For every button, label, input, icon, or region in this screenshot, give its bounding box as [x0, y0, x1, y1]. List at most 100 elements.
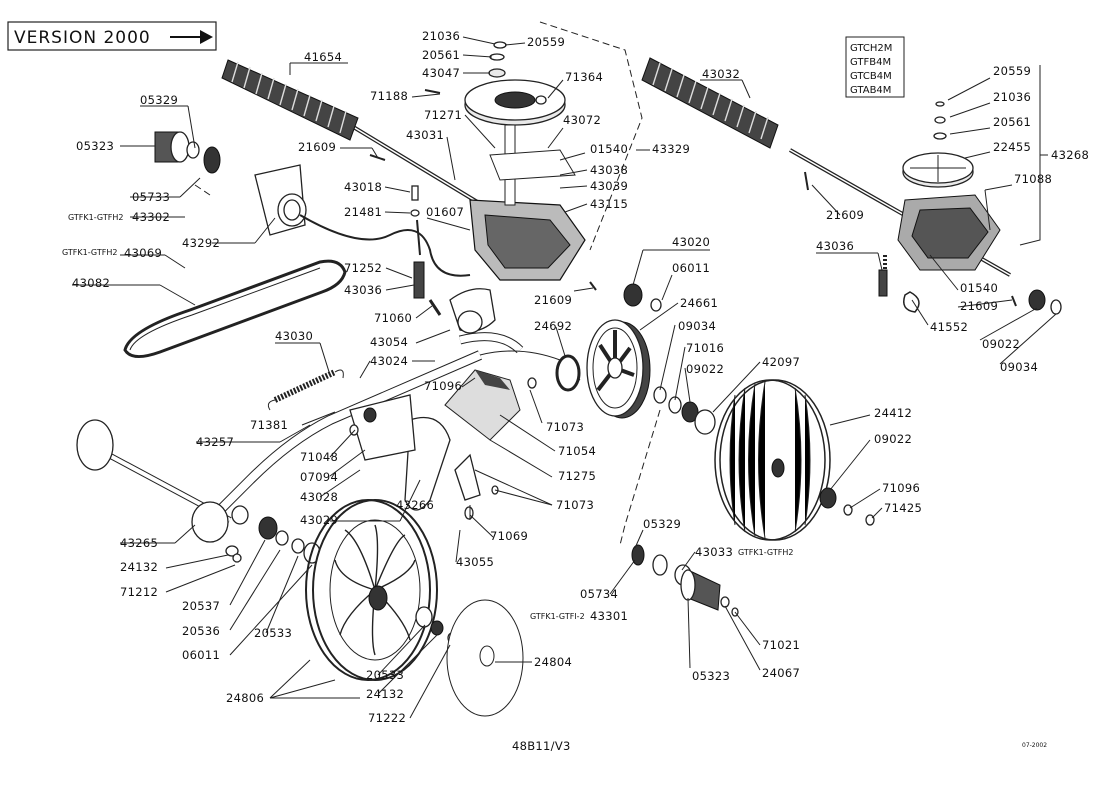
part-label: 71425 [884, 501, 922, 515]
part-label: 43028 [300, 490, 338, 504]
part-label: 41654 [304, 50, 342, 64]
part-label: 71069 [490, 529, 528, 543]
model-line: GTCB4M [850, 71, 892, 82]
bearing [819, 487, 837, 509]
part-label: 43329 [652, 142, 690, 156]
gearbox-assembly [464, 41, 586, 281]
model-line: GTFB4M [850, 57, 891, 68]
part-label: 43020 [672, 235, 710, 249]
part-label: 07094 [300, 470, 338, 484]
part-label: 21609 [826, 208, 864, 222]
part-label: 71188 [370, 89, 408, 103]
spacer [694, 409, 716, 435]
drive-pulley [586, 319, 651, 419]
part-label: 06011 [182, 648, 220, 662]
version-banner: VERSION 2000 [7, 21, 217, 51]
part-label: 43257 [196, 435, 234, 449]
washer [653, 386, 667, 404]
drawing-date: 07-2002 [1022, 742, 1047, 749]
model-suffix: GTFK1-GTFH2 [738, 548, 793, 557]
part-label: 21609 [534, 293, 572, 307]
part-label: 24692 [534, 319, 572, 333]
model-prefix: GTFK1-GTFI-2 [530, 612, 585, 621]
part-label: 05733 [132, 190, 170, 204]
part-label: 43018 [344, 180, 382, 194]
model-line: GTAB4M [850, 85, 891, 96]
gearbox-assembly-right [883, 101, 1001, 313]
washer [650, 298, 662, 312]
part-label: 71275 [558, 469, 596, 483]
part-label: 20561 [993, 115, 1031, 129]
version-label: VERSION 2000 [14, 28, 151, 48]
part-label: 43024 [370, 354, 408, 368]
model-prefix: GTFK1-GTFH2 [68, 213, 123, 222]
part-label: 24661 [680, 296, 718, 310]
rear-axle [76, 419, 321, 564]
part-label: 71096 [424, 379, 462, 393]
part-label: 24804 [534, 655, 572, 669]
group-bracket-43329 [539, 21, 643, 251]
part-label: 05323 [692, 669, 730, 683]
part-label: 43301 [590, 609, 628, 623]
part-label: 71271 [424, 108, 462, 122]
part-label: 21036 [993, 90, 1031, 104]
bearing [430, 620, 444, 636]
part-label: 43302 [132, 210, 170, 224]
tension-spring [267, 369, 344, 411]
hubcap-center [479, 645, 495, 667]
part-label: 24412 [874, 406, 912, 420]
bracket [454, 453, 481, 501]
dashed-line [194, 184, 211, 196]
part-label: 43047 [422, 66, 460, 80]
part-label: 43072 [563, 113, 601, 127]
front-wheel-right [714, 379, 831, 541]
part-label: 05323 [76, 139, 114, 153]
part-label: 71021 [762, 638, 800, 652]
part-label: 43115 [590, 197, 628, 211]
part-label: 71364 [565, 70, 603, 84]
part-label: 01540 [590, 142, 628, 156]
part-label: 42097 [762, 355, 800, 369]
group-bracket-43268 [1019, 65, 1041, 246]
part-label: 71016 [686, 341, 724, 355]
part-label: 21036 [422, 29, 460, 43]
part-label: 43033 [695, 545, 733, 559]
part-label: 71054 [558, 444, 596, 458]
part-label: 20533 [366, 668, 404, 682]
model-box: GTCH2M GTFB4M GTCB4M GTAB4M [845, 36, 905, 98]
part-label: 20537 [182, 599, 220, 613]
part-label: 06011 [672, 261, 710, 275]
snap-ring [555, 354, 581, 392]
part-label: 43029 [300, 513, 338, 527]
drive-belt [123, 259, 347, 358]
part-label: 09022 [686, 362, 724, 376]
part-label: 20561 [422, 48, 460, 62]
part-label: 43266 [396, 498, 434, 512]
part-labels: 41654 05329 05323 05733 GTFK1-GTFH2 4330… [62, 29, 1089, 725]
part-label: 71222 [368, 711, 406, 725]
part-label: 71060 [374, 311, 412, 325]
part-label: 43055 [456, 555, 494, 569]
part-label: 21609 [960, 299, 998, 313]
arrow-right-icon [170, 30, 213, 44]
leader-lines [72, 36, 1057, 719]
part-label: 20559 [527, 35, 565, 49]
drive-shaft-left [221, 59, 572, 260]
part-label: 43036 [816, 239, 854, 253]
part-label: 43054 [370, 335, 408, 349]
part-label: 71048 [300, 450, 338, 464]
rear-wheel-left [305, 499, 438, 681]
drawing-code: 48B11/V3 [512, 739, 571, 753]
part-label: 43032 [702, 67, 740, 81]
control-cable [299, 214, 471, 277]
part-label: 20536 [182, 624, 220, 638]
part-label: 43036 [344, 283, 382, 297]
part-label: 09034 [678, 319, 716, 333]
part-label: 20559 [993, 64, 1031, 78]
part-label: 71073 [556, 498, 594, 512]
washer [843, 504, 853, 516]
part-label: 43265 [120, 536, 158, 550]
part-label: 22455 [993, 140, 1031, 154]
